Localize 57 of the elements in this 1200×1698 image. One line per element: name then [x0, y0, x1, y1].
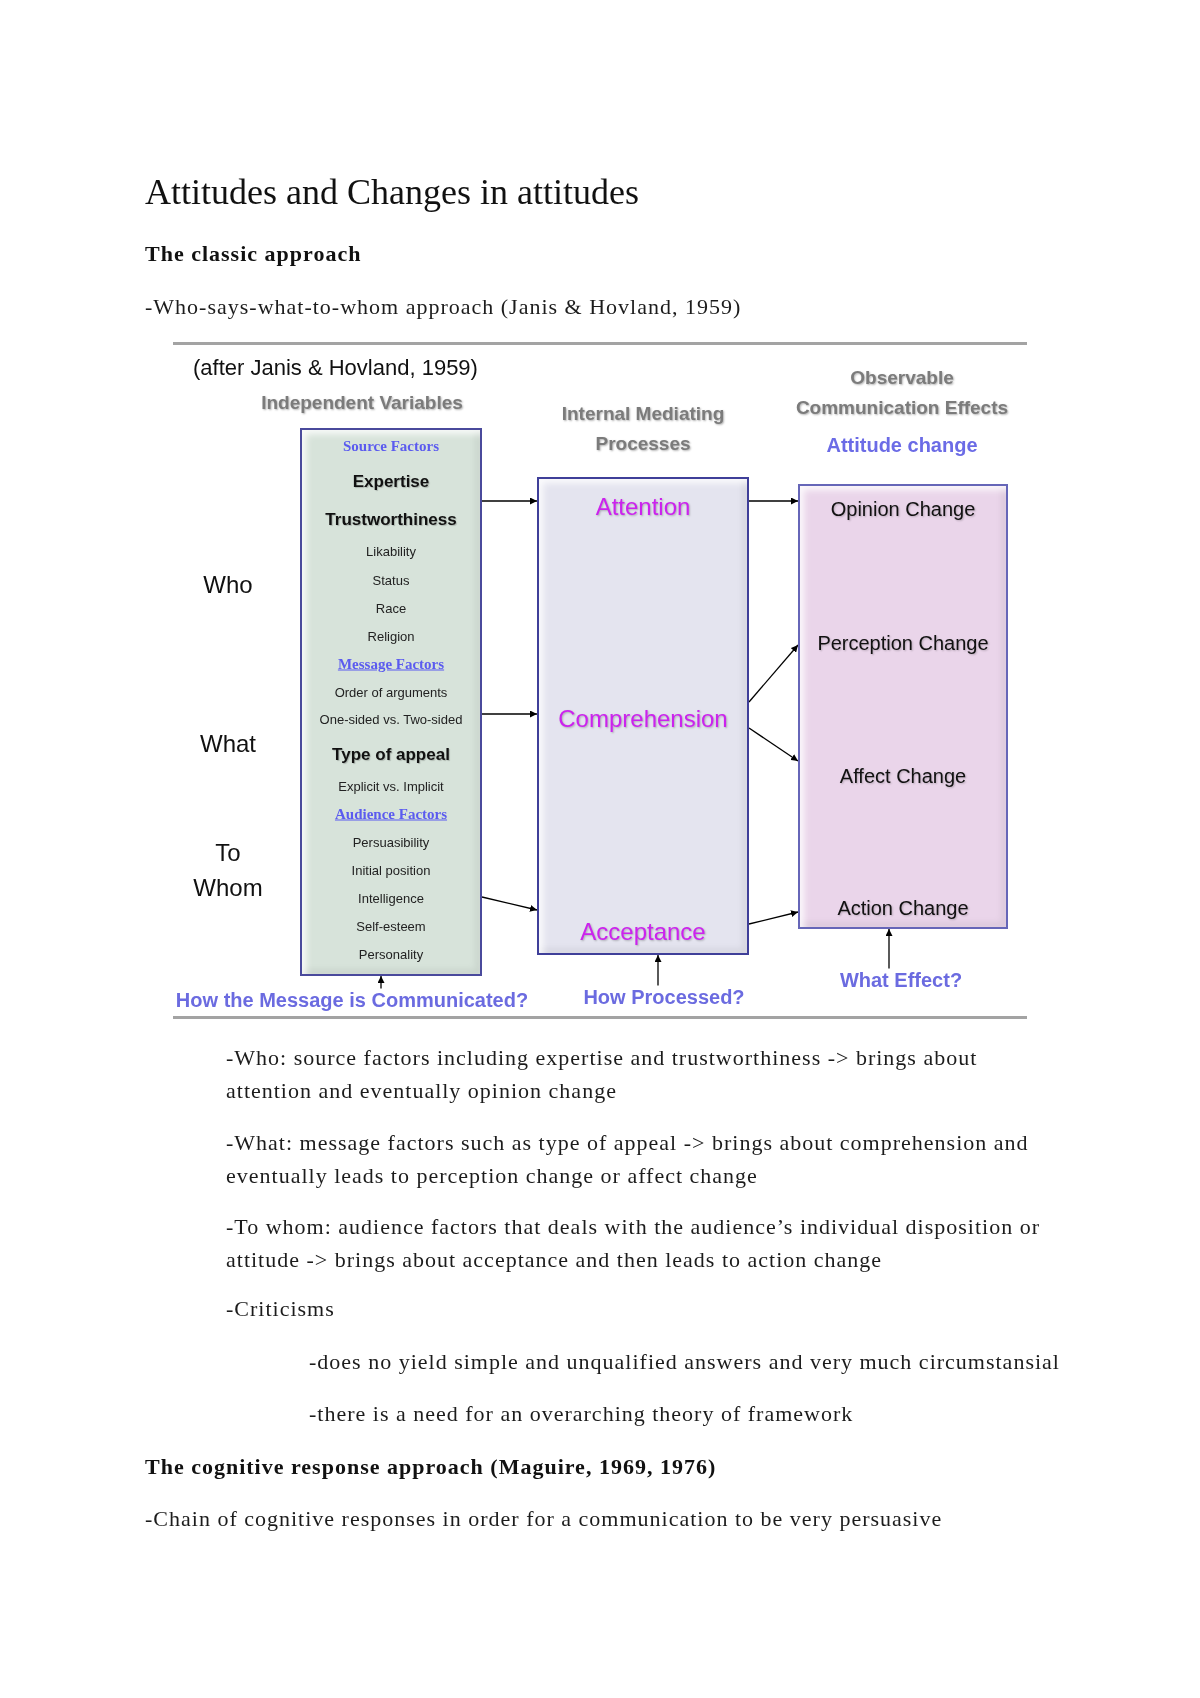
variable-label: Likability: [366, 543, 416, 559]
variable-label: One-sided vs. Two-sided: [319, 711, 463, 727]
body-text: -Criticisms: [226, 1295, 335, 1323]
arrow: [654, 954, 662, 987]
section-heading: The cognitive response approach (Maguire, 1969, 1976): [145, 1453, 717, 1481]
column-heading: Internal Mediating Processes: [560, 402, 726, 456]
variable-label: Initial position: [351, 862, 431, 878]
body-text: -there is a need for an overarching theory of framework: [309, 1400, 854, 1428]
body-text: -To whom: audience factors that deals with the audience’s individual disposition or attitude -> brings about acceptance and then leads to action change: [226, 1213, 1041, 1274]
arrow: [748, 727, 799, 762]
variable-label: Self-esteem: [356, 918, 426, 934]
column-heading: Observable Communication Effects: [794, 366, 1010, 420]
body-text: -Chain of cognitive responses in order for a communication to be very persuasive: [145, 1505, 943, 1533]
effect-label: Action Change: [837, 897, 969, 920]
effect-label: Opinion Change: [830, 497, 976, 521]
variable-label: Persuasibility: [352, 834, 430, 850]
variable-label: Status: [372, 572, 410, 588]
variable-label: Race: [375, 600, 407, 616]
row-label: Who: [203, 569, 253, 600]
column-heading: Independent Variables: [261, 391, 463, 415]
section-heading: The classic approach: [145, 239, 362, 268]
column-subheading: Attitude change: [826, 433, 978, 457]
page-title: Attitudes and Changes in attitudes: [145, 171, 639, 213]
arrow: [748, 644, 799, 703]
row-label: To Whom: [192, 838, 264, 903]
body-text: -What: message factors such as type of appeal -> brings about comprehension and eventually leads to perception change or affect change: [226, 1129, 1030, 1190]
variable-label: Type of appeal: [332, 745, 450, 765]
citation-note: (after Janis & Hovland, 1959): [193, 355, 478, 381]
arrow: [481, 497, 538, 505]
row-label: What: [200, 728, 256, 759]
process-label: Comprehension: [558, 705, 728, 733]
category-heading: Audience Factors: [334, 805, 448, 823]
arrow: [748, 497, 799, 505]
variable-label: Explicit vs. Implicit: [338, 778, 444, 794]
variable-label: Order of arguments: [334, 684, 448, 700]
variable-label: Personality: [358, 946, 424, 962]
category-heading: Source Factors: [343, 437, 439, 455]
arrow: [885, 928, 893, 970]
variable-label: Intelligence: [358, 890, 424, 906]
effect-label: Perception Change: [817, 632, 989, 655]
arrow: [377, 975, 385, 990]
variable-label: Religion: [367, 628, 415, 644]
process-label: Attention: [595, 492, 691, 521]
process-label: Acceptance: [580, 918, 706, 946]
body-text: -Who-says-what-to-whom approach (Janis & Hovland, 1959): [145, 292, 742, 321]
question-caption: What Effect?: [839, 968, 963, 992]
effect-label: Affect Change: [839, 764, 967, 788]
question-caption: How Processed?: [583, 985, 745, 1009]
category-heading: Message Factors: [337, 655, 445, 673]
variable-label: Expertise: [352, 472, 430, 492]
body-text: -Who: source factors including expertise and trustworthiness -> brings about attention and eventually opinion change: [226, 1044, 979, 1105]
arrow: [481, 896, 538, 912]
variable-label: Trustworthiness: [325, 510, 457, 530]
question-caption: How the Message is Communicated?: [175, 988, 529, 1012]
arrow: [748, 910, 799, 925]
arrow: [481, 710, 538, 718]
body-text: -does no yield simple and unqualified answers and very much circumstansial: [309, 1348, 1060, 1376]
